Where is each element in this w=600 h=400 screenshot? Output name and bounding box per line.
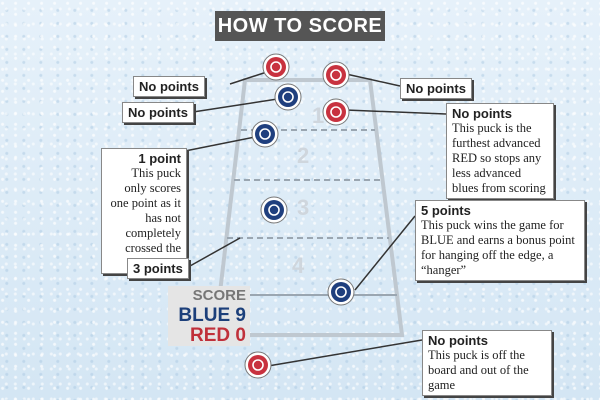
red-puck [322, 98, 350, 126]
zone-number: 4 [292, 253, 305, 278]
callout-title: 3 points [133, 261, 183, 276]
callout-label: 5 points This puck wins the game for BLU… [415, 200, 585, 281]
score-blue: BLUE 9 [168, 306, 250, 326]
callout-description: This puck is the furthest advanced RED s… [452, 121, 546, 195]
callout-label: No points This puck is off the board and… [422, 330, 552, 396]
callout-description: This puck wins the game for BLUE and ear… [421, 218, 575, 277]
callout-title: 5 points [421, 203, 471, 218]
red-puck [322, 61, 350, 89]
callout-title: No points [139, 79, 199, 94]
zone-number: 2 [297, 143, 310, 168]
callout-title: No points [128, 105, 188, 120]
callout-description: This puck is off the board and out of th… [428, 348, 529, 392]
blue-puck [251, 120, 279, 148]
callout-description: This puck only scores one point as it ha… [110, 166, 181, 270]
zone-number: 1 [312, 103, 325, 128]
callout-label: No points [122, 102, 194, 123]
blue-puck [260, 196, 288, 224]
red-puck [244, 351, 272, 379]
callout-label: No points [400, 78, 472, 99]
callout-title: No points [406, 81, 466, 96]
callout-label: 1 point This puck only scores one point … [101, 148, 187, 274]
connectors [174, 68, 447, 367]
callout-label: No points This puck is the furthest adva… [446, 103, 554, 199]
callout-label: No points [133, 76, 205, 97]
red-puck [262, 53, 290, 81]
zone-number: 3 [297, 195, 310, 220]
page-title: HOW TO SCORE [215, 11, 385, 41]
blue-puck [327, 278, 355, 306]
callout-label: 3 points [127, 258, 189, 279]
score-red: RED 0 [168, 326, 250, 346]
callout-title: 1 point [138, 151, 181, 166]
blue-puck [274, 83, 302, 111]
score-title: SCORE [168, 286, 250, 306]
scoreboard: SCORE BLUE 9 RED 0 [168, 286, 250, 346]
callout-title: No points [428, 333, 488, 348]
callout-title: No points [452, 106, 512, 121]
